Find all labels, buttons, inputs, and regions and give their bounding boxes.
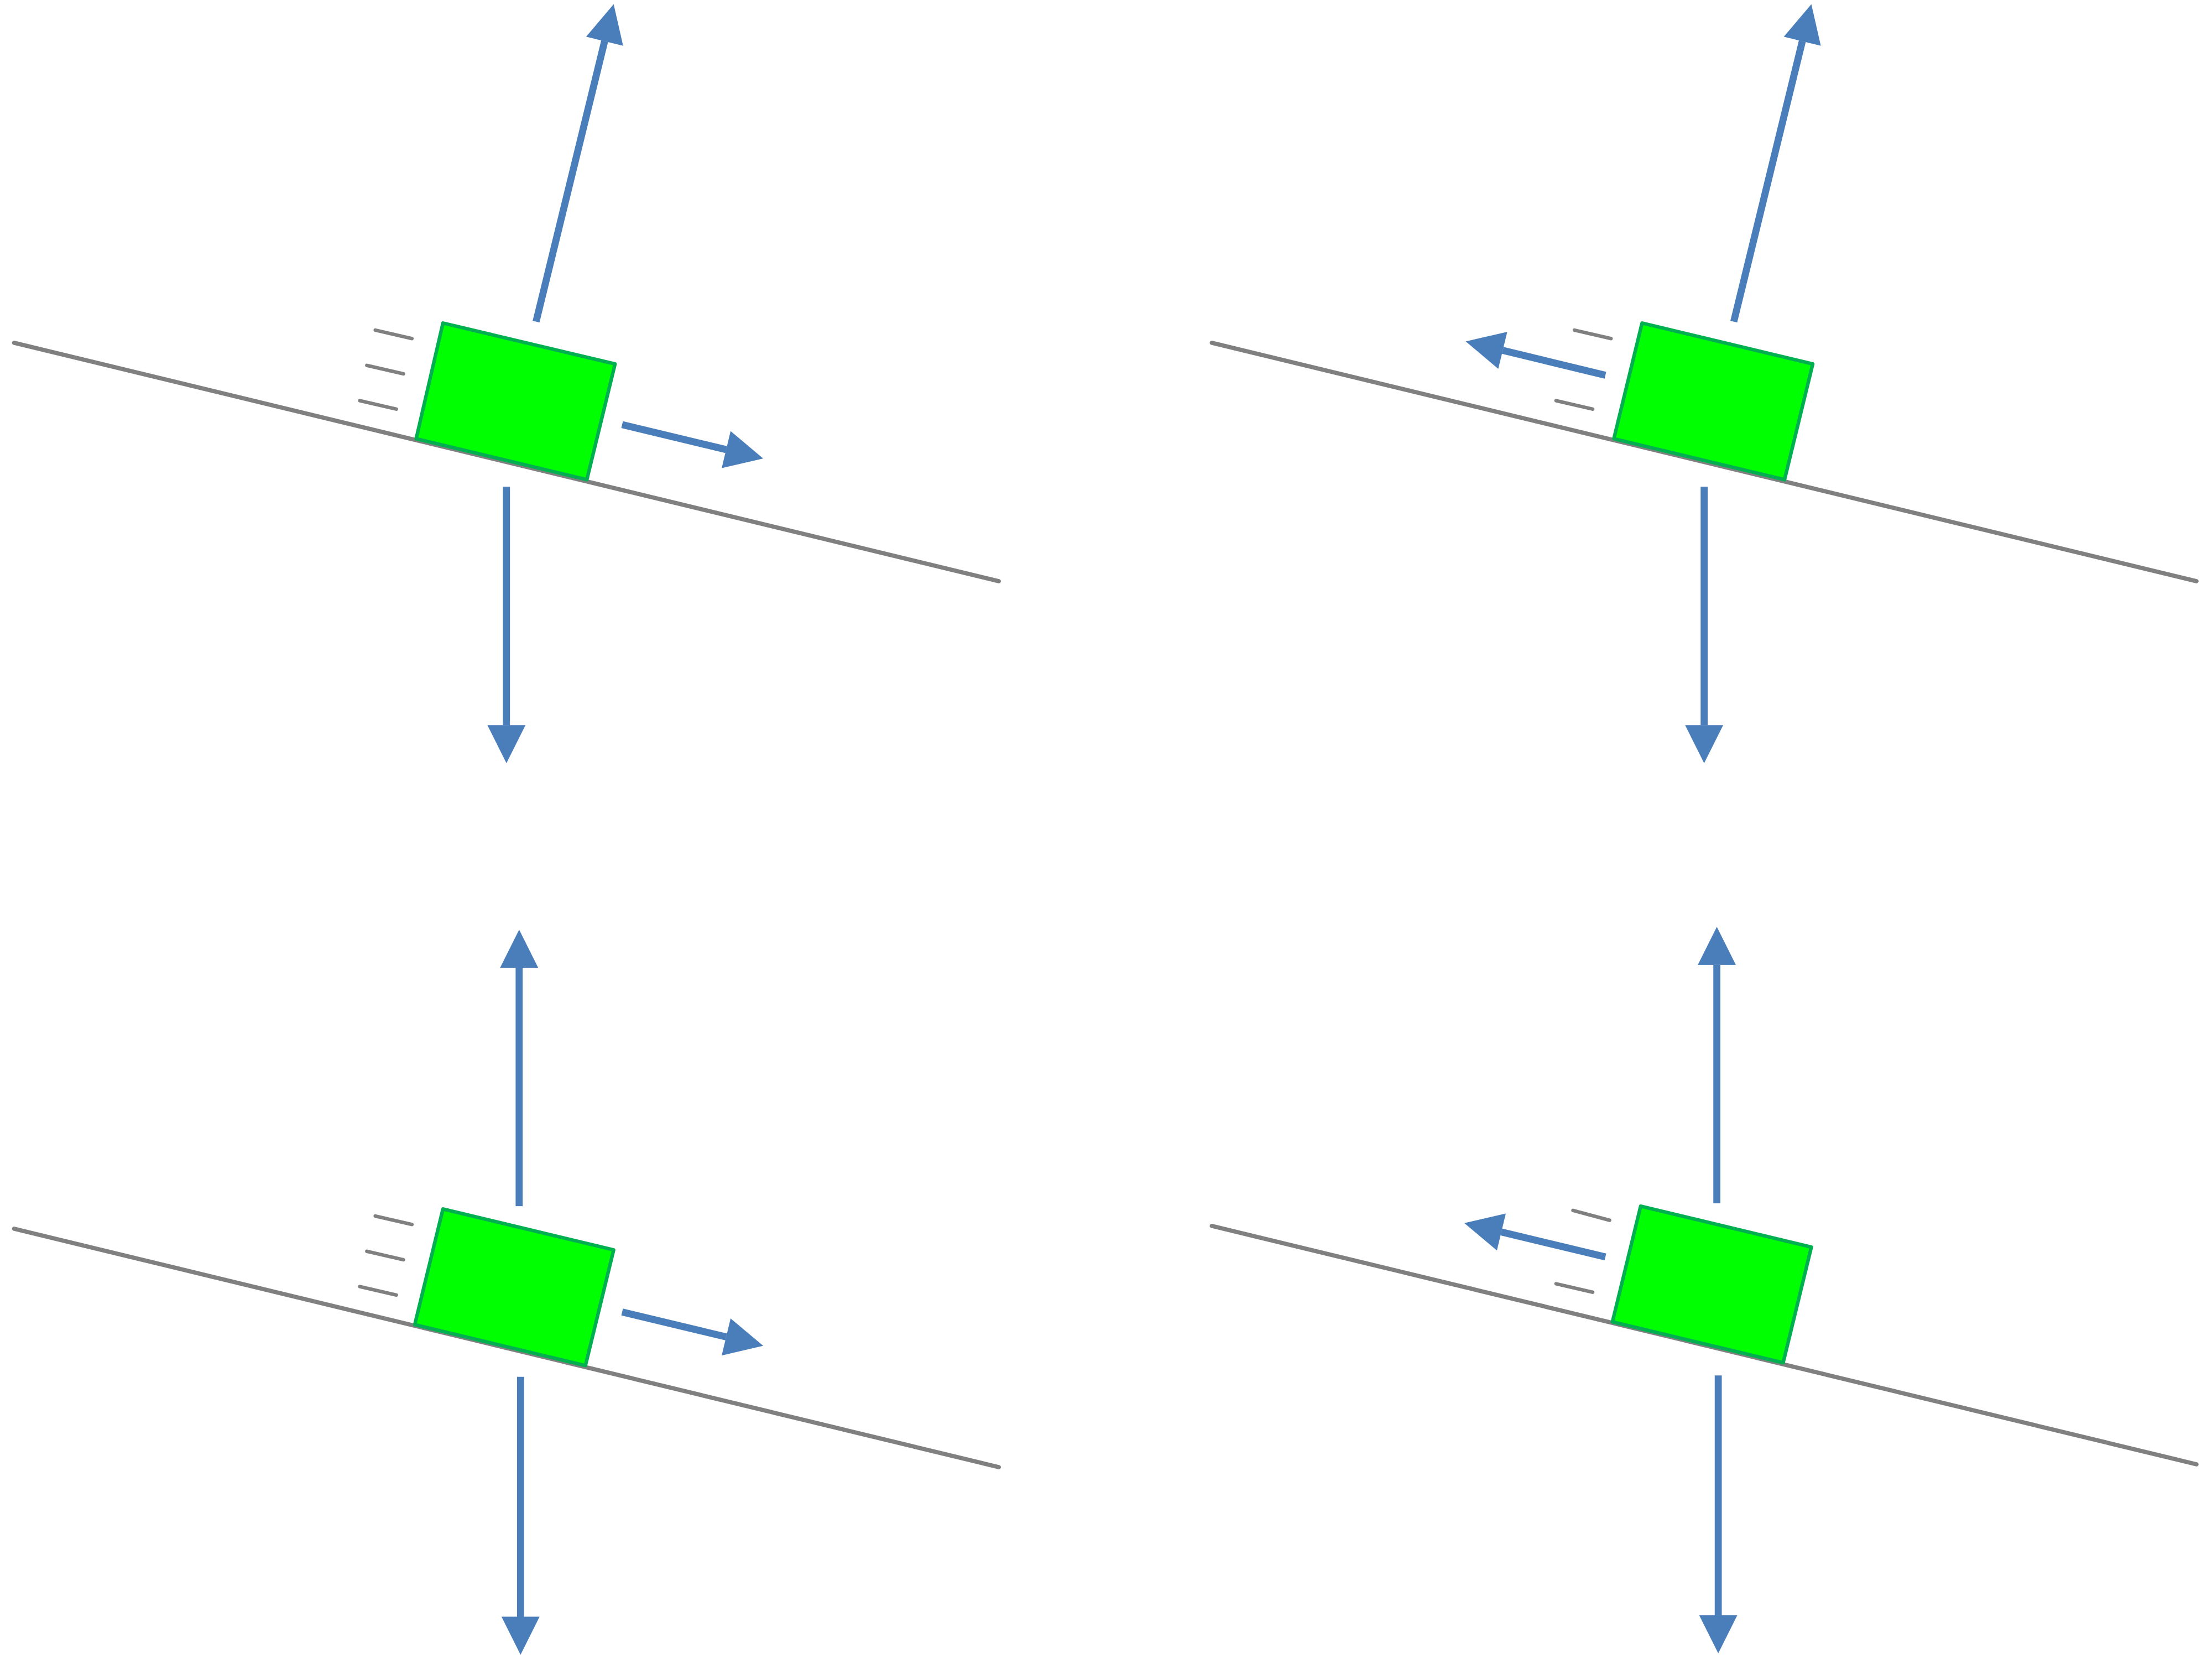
arrowhead-icon (1699, 1615, 1738, 1653)
motion-line (373, 328, 414, 341)
arrow-shaft (621, 421, 727, 453)
friction-force-arrow (621, 1308, 764, 1356)
panel-bottom-left (12, 930, 1001, 1655)
arrow-shaft (1500, 1228, 1606, 1261)
motion-line (358, 1285, 399, 1297)
block (1610, 1204, 1813, 1365)
arrowhead-icon (1698, 927, 1736, 965)
block (414, 321, 617, 482)
motion-line (365, 1249, 405, 1262)
upward-force-arrow (500, 930, 539, 1207)
arrowhead-icon (501, 1616, 540, 1655)
motion-line (1554, 1282, 1595, 1294)
normal-force-arrow (533, 4, 623, 323)
motion-line (358, 399, 399, 411)
block (1612, 321, 1815, 482)
arrowhead-icon (722, 1318, 764, 1356)
upward-force-arrow (1698, 927, 1736, 1204)
normal-force-arrow (1730, 4, 1821, 323)
gravity-force-arrow (1685, 487, 1724, 764)
friction-force-arrow (621, 421, 764, 468)
arrowhead-icon (1465, 332, 1507, 369)
motion-line (1554, 399, 1595, 411)
friction-force-arrow (1465, 332, 1606, 379)
arrowhead-icon (487, 725, 526, 764)
gravity-force-arrow (501, 1376, 540, 1655)
arrowhead-icon (1783, 4, 1821, 46)
arrowhead-icon (586, 4, 623, 46)
friction-force-arrow (1464, 1213, 1606, 1261)
motion-line (373, 1214, 414, 1227)
arrowhead-icon (500, 930, 539, 968)
gravity-force-arrow (1699, 1375, 1738, 1653)
arrow-shaft (533, 40, 608, 323)
panel-bottom-right (1209, 927, 2199, 1653)
block (413, 1207, 615, 1368)
arrow-shaft (621, 1308, 727, 1340)
motion-line (1572, 328, 1613, 341)
arrow-shaft (1730, 40, 1806, 323)
arrowhead-icon (1464, 1213, 1506, 1251)
arrow-shaft (1501, 347, 1606, 379)
motion-line (365, 363, 405, 376)
arrowhead-icon (722, 431, 764, 468)
panel-top-right (1209, 4, 2199, 764)
gravity-force-arrow (487, 487, 526, 764)
panel-top-left (12, 4, 1001, 764)
arrowhead-icon (1685, 725, 1724, 764)
motion-line (1571, 1208, 1611, 1222)
